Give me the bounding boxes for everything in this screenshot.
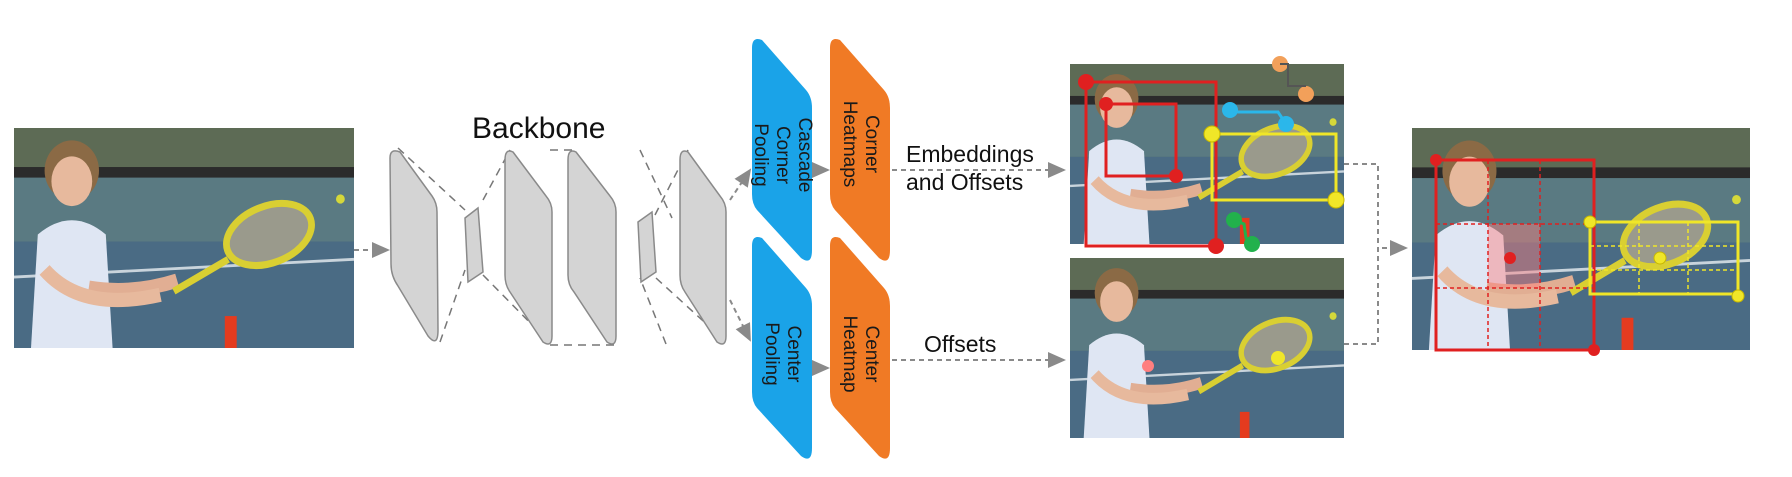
embeddings-line2: and Offsets: [906, 169, 1024, 195]
cascade-corner-pooling-label: Cascade Corner Pooling: [749, 95, 815, 215]
cascade-corner-pooling-line1: Cascade Corner: [772, 117, 815, 193]
backbone-label: Backbone: [472, 112, 606, 145]
center-pooling-line1: Center Pooling: [761, 322, 804, 386]
corner-heatmaps-line2: Heatmaps: [839, 100, 860, 188]
embeddings-offsets-label: Embeddings and Offsets: [906, 140, 1034, 196]
backbone-to-corner-arrow: [729, 168, 752, 201]
corner-heatmaps-label: Corner Heatmaps: [838, 84, 882, 204]
center-heatmap-block: [830, 237, 890, 459]
offsets-label: Offsets: [924, 331, 997, 357]
center-pooling-label: Center Pooling: [760, 294, 804, 414]
center-pooling-block: [752, 237, 812, 459]
cascade-corner-pooling-block: [752, 39, 812, 261]
corner-heatmaps-line1: Corner: [861, 114, 882, 174]
input-image: [14, 128, 354, 348]
corner-heatmaps-block: [830, 39, 890, 261]
center-keypoint-racket: [1271, 351, 1285, 365]
cascade-corner-pooling-line2: Pooling: [750, 123, 771, 187]
backbone-layers: [389, 147, 727, 346]
backbone-to-center-arrow: [729, 299, 751, 342]
center-keypoints-image: [1070, 258, 1344, 438]
corner-detection-overlays: [1078, 56, 1345, 254]
merge-connector: [1344, 163, 1379, 345]
center-heatmap-label: Center Heatmap: [838, 294, 882, 414]
output-detection-overlays: [1430, 154, 1745, 356]
center-heatmap-line1: Center Heatmap: [839, 315, 882, 393]
center-keypoint-person: [1142, 360, 1154, 372]
embeddings-line1: Embeddings: [906, 141, 1034, 167]
